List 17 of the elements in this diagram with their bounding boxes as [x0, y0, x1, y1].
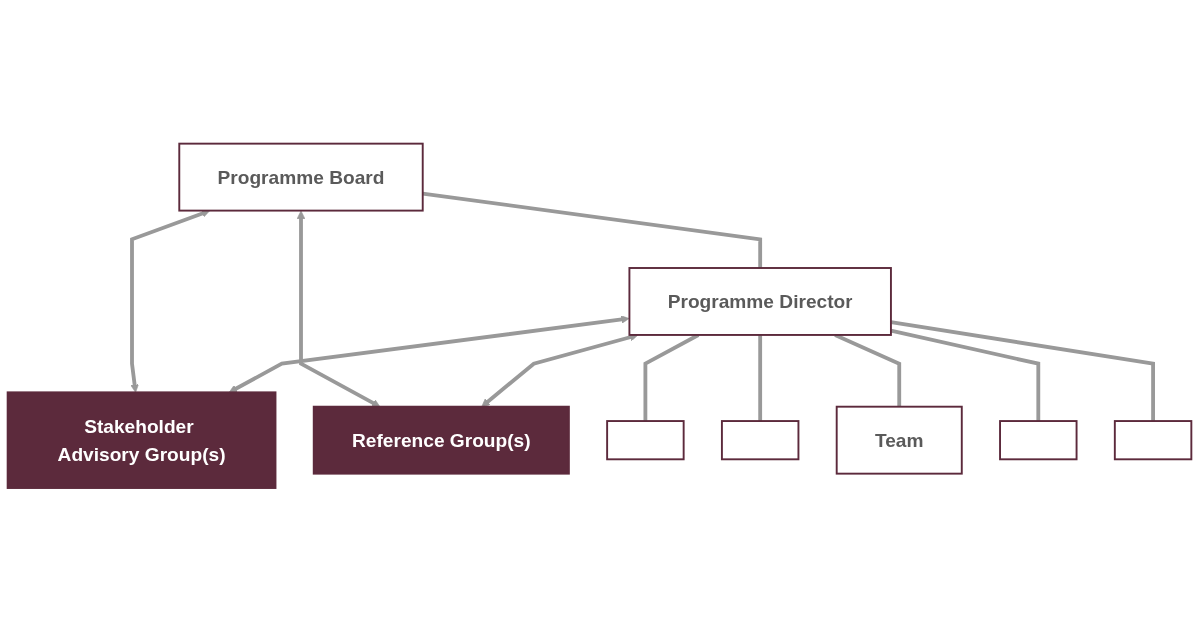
arrow — [228, 315, 630, 393]
connector — [890, 329, 1041, 422]
node-box — [720, 420, 800, 461]
arrow — [481, 333, 639, 408]
node-box: Stakeholder Advisory Group(s) — [6, 391, 277, 490]
node-box: Programme Board — [178, 142, 424, 212]
node-box — [999, 420, 1078, 461]
node-box: Team — [835, 405, 963, 475]
connector — [890, 320, 1155, 422]
connector — [758, 335, 763, 422]
node-box — [606, 420, 685, 461]
node-box — [1113, 420, 1193, 461]
arrow — [130, 209, 211, 393]
node-box: Programme Director — [628, 267, 892, 337]
arrow — [296, 210, 381, 408]
connector — [422, 191, 763, 269]
node-box: Reference Group(s) — [312, 405, 570, 475]
